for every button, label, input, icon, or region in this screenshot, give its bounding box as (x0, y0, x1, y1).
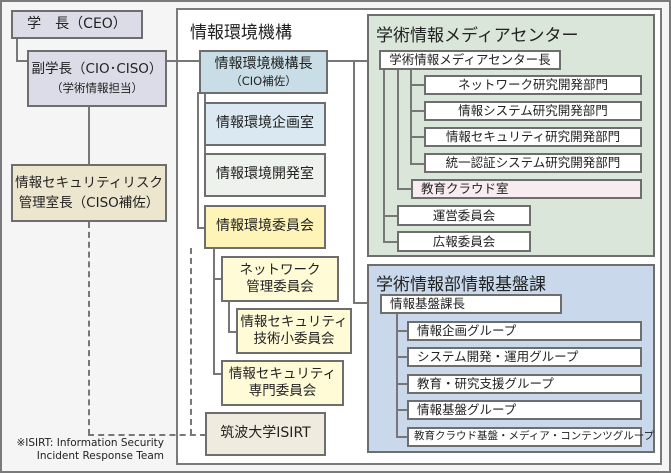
mc-branch-div-4 (410, 163, 424, 165)
steering-committee-box: 運営委員会 (397, 205, 531, 226)
isirt-label: 筑波大学ISIRT (220, 425, 311, 442)
org-head-label: 情報環境機構長 (214, 56, 313, 73)
infrastructure-division-title: 学術情報部情報基盤課 (376, 275, 546, 295)
security-risk-subtitle: 管理室長（CISO補佐） (18, 194, 160, 211)
security-risk-label: 情報セキュリティリスク (15, 174, 163, 191)
connector-network-branch (213, 278, 222, 280)
planning-office-label: 情報環境企画室 (216, 115, 314, 132)
footnote-line-2: Incident Response Team (36, 450, 164, 463)
division-box: ネットワーク研究開発部門 (424, 75, 642, 95)
president-box: 学 長（CEO） (11, 10, 143, 39)
footnote-line-1: ※ISIRT: Information Security (16, 437, 164, 449)
connector-committee-branch (197, 227, 207, 229)
group-box: 教育・研究支援グループ (407, 374, 642, 394)
connector-org-isirt-dashed (190, 248, 192, 435)
division-label: 情報セキュリティ研究開発部門 (445, 129, 621, 145)
mc-trunk-outer (383, 68, 385, 243)
pr-committee-box: 広報委員会 (397, 231, 531, 252)
connector-vp-org (165, 60, 199, 62)
connector-head-trunk-right (353, 60, 355, 303)
mc-trunk-inner (410, 68, 412, 164)
vice-president-label: 副学長（CIO･CISO） (31, 61, 163, 78)
connector-head-trunk-left (197, 92, 199, 228)
media-center-head-label: 学術情報メディアセンター長 (389, 52, 551, 68)
cloud-office-box: 教育クラウド室 (411, 179, 642, 199)
isirt-footnote: ※ISIRT: Information Security Incident Re… (8, 437, 164, 463)
mc-branch-div-3 (410, 136, 424, 138)
security-subcommittee-label-2: 技術小委員会 (253, 331, 335, 347)
security-expert-label-2: 専門委員会 (248, 383, 317, 399)
division-box: 情報システム研究開発部門 (424, 101, 642, 121)
pr-committee-label: 広報委員会 (432, 233, 496, 249)
connector-committee-trunk (213, 245, 215, 374)
mc-branch-div-1 (410, 84, 424, 86)
security-expert-label: 情報セキュリティ (228, 366, 337, 383)
security-subcommittee-box: 情報セキュリティ 技術小委員会 (236, 308, 352, 354)
division-box: 情報セキュリティ研究開発部門 (424, 127, 642, 147)
media-center-head-box: 学術情報メディアセンター長 (379, 50, 561, 70)
network-committee-label: ネットワーク (239, 262, 321, 279)
network-committee-label-2: 管理委員会 (246, 279, 314, 295)
mc-branch-cloud (397, 188, 411, 190)
org-head-subtitle: （CIO補佐） (230, 73, 297, 88)
infra-branch-3 (396, 383, 408, 385)
network-committee-box: ネットワーク 管理委員会 (221, 256, 339, 302)
committee-label: 情報環境委員会 (216, 218, 314, 235)
group-box: 情報基盤グループ (407, 400, 642, 420)
vice-president-box: 副学長（CIO･CISO） （学術情報担当） (27, 50, 167, 107)
development-office-label: 情報環境開発室 (216, 166, 314, 183)
division-box: 統一認証システム研究開発部門 (424, 153, 642, 173)
group-label: 情報基盤グループ (417, 402, 517, 418)
security-expert-committee-box: 情報セキュリティ 専門委員会 (221, 360, 344, 406)
group-label: 教育クラウド基盤・メディア・コンテンツグループ (414, 430, 655, 443)
group-label: システム開発・運用グループ (417, 349, 579, 365)
infra-head-box: 情報基盤課長 (380, 294, 562, 314)
mc-branch-div-2 (410, 110, 424, 112)
connector-subcommittee-branch (228, 331, 237, 333)
connector-risk-isirt-dashed (88, 222, 90, 435)
group-box: システム開発・運用グループ (407, 347, 642, 367)
development-office-box: 情報環境開発室 (204, 153, 326, 197)
infra-branch-4 (396, 409, 408, 411)
connector-president-vp-h (16, 60, 28, 62)
group-box: 情報企画グループ (407, 321, 642, 341)
connector-vp-risk (88, 105, 90, 165)
cloud-office-label: 教育クラウド室 (421, 181, 509, 197)
org-head-box: 情報環境機構長 （CIO補佐） (199, 50, 328, 94)
organization-title: 情報環境機構 (190, 23, 292, 43)
security-risk-manager-box: 情報セキュリティリスク 管理室長（CISO補佐） (11, 164, 167, 222)
committee-box: 情報環境委員会 (204, 205, 326, 249)
isirt-box: 筑波大学ISIRT (205, 412, 326, 456)
mc-branch-steering (383, 215, 397, 217)
infra-branch-5 (396, 436, 408, 438)
infra-branch-1 (396, 330, 408, 332)
connector-isirt-dashed-h (88, 434, 206, 436)
infra-branch-2 (396, 356, 408, 358)
group-label: 情報企画グループ (417, 323, 517, 339)
group-label: 教育・研究支援グループ (417, 376, 554, 392)
connector-subcommittee-trunk (228, 302, 230, 332)
division-label: 情報システム研究開発部門 (458, 103, 608, 119)
mc-trunk-mid (397, 68, 399, 190)
connector-president-vp (16, 38, 18, 62)
infra-trunk (396, 312, 398, 438)
division-label: ネットワーク研究開発部門 (457, 77, 608, 93)
security-subcommittee-label: 情報セキュリティ (240, 314, 348, 331)
connector-expert-branch (213, 373, 222, 375)
vice-president-subtitle: （学術情報担当） (51, 81, 143, 96)
media-center-title: 学術情報メディアセンター (376, 26, 579, 46)
mc-branch-pr (383, 241, 397, 243)
infra-head-label: 情報基盤課長 (390, 296, 466, 312)
division-label: 統一認証システム研究開発部門 (445, 155, 621, 171)
group-box: 教育クラウド基盤・メディア・コンテンツグループ (407, 427, 654, 447)
planning-office-box: 情報環境企画室 (204, 102, 326, 146)
president-label: 学 長（CEO） (27, 15, 127, 32)
steering-committee-label: 運営委員会 (432, 207, 496, 223)
